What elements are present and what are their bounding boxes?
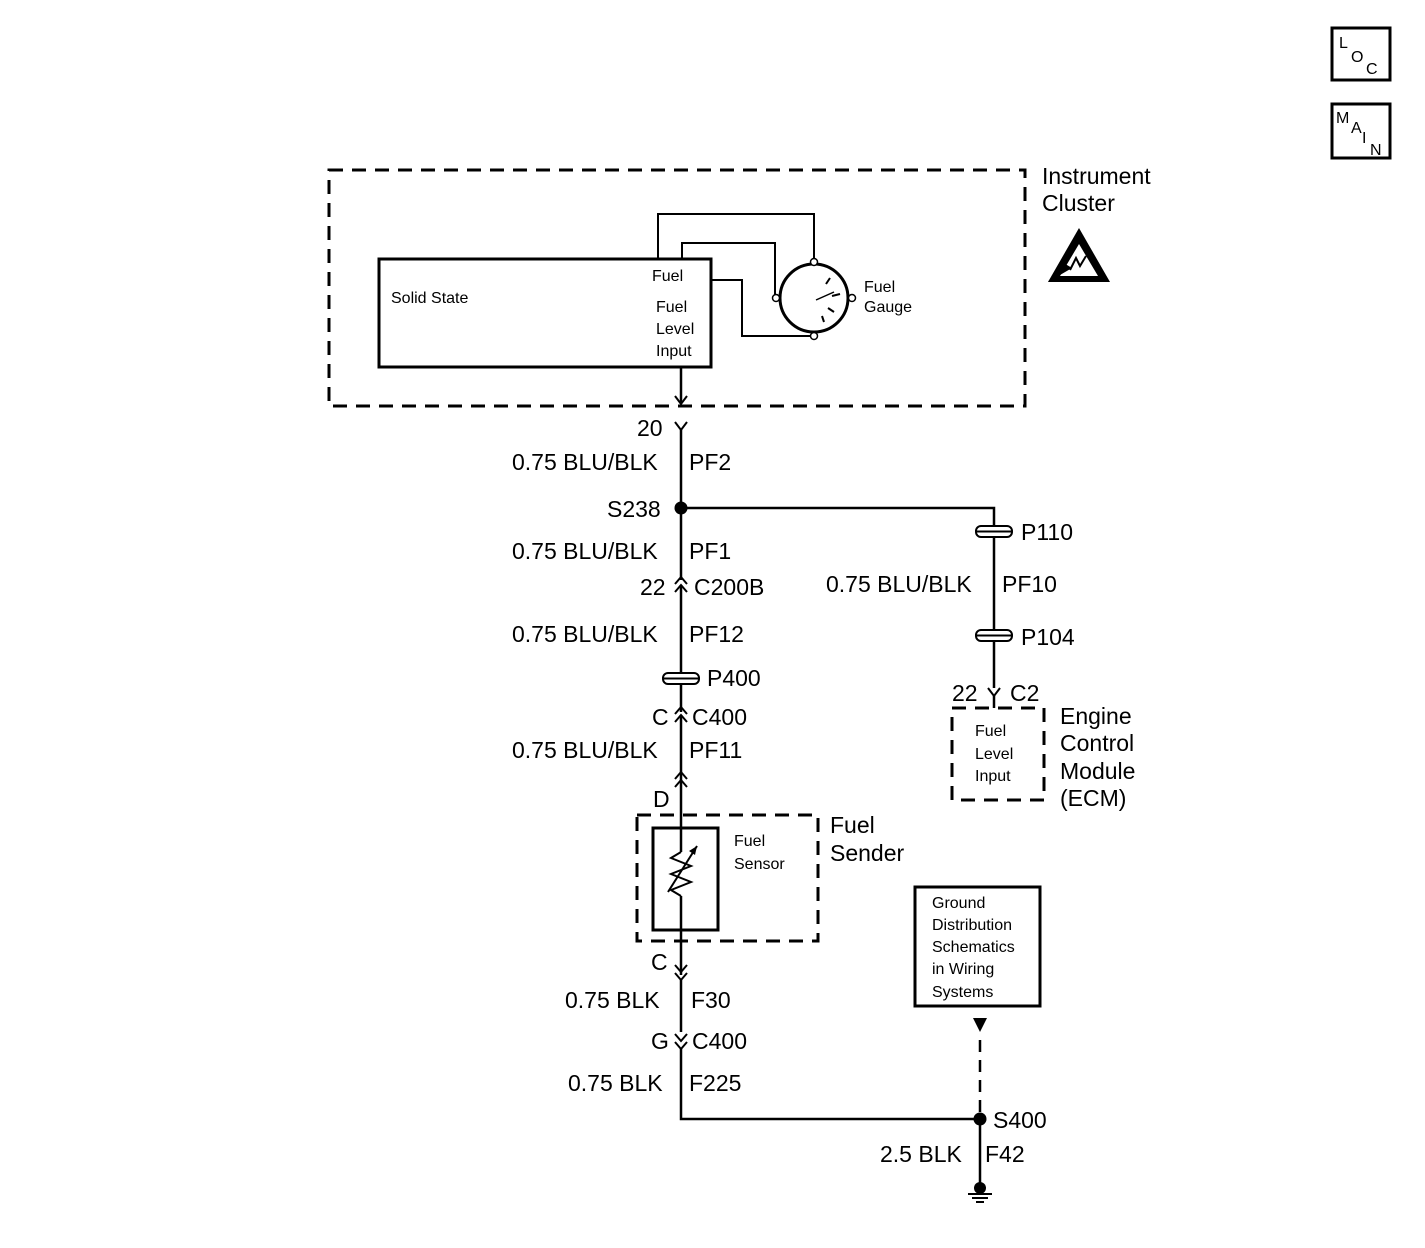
- wire-pf11-gauge-label: 0.75 BLU/BLK: [512, 737, 658, 763]
- wire-pf2-id-label: PF2: [689, 449, 731, 475]
- esd-warning-icon: [1048, 228, 1110, 282]
- ground-ref-line-3: Schematics: [932, 939, 1015, 956]
- fuel-sensor-label-1: Fuel: [734, 833, 765, 850]
- variable-resistor-icon: [667, 828, 698, 930]
- gauge-wire-left: [681, 242, 776, 297]
- ground-ref-line-5: Systems: [932, 984, 993, 1001]
- wire-pf11-id-label: PF11: [689, 737, 742, 763]
- ecm-input-label-2: Level: [975, 746, 1013, 763]
- c400-pin-c-label: C: [652, 704, 669, 730]
- ecm-boundary: [950, 706, 1046, 802]
- c400-pin-g-label: G: [651, 1028, 669, 1054]
- ecm-pin-label: 22: [952, 680, 978, 706]
- loc-letter-o: O: [1351, 49, 1363, 66]
- solid-state-label: Solid State: [391, 290, 468, 307]
- p400-passthrough: [662, 672, 700, 685]
- ecm-input-label-1: Fuel: [975, 723, 1006, 740]
- ecm-title-4: (ECM): [1060, 785, 1126, 811]
- sender-pin-d-label: D: [653, 786, 670, 812]
- fuel-sender-title-2: Sender: [830, 840, 905, 866]
- wire-pf12-id-label: PF12: [689, 621, 744, 647]
- ground-ref-arrow-icon: [973, 1018, 987, 1032]
- wire-f42-id-label: F42: [985, 1141, 1025, 1167]
- wire-f225-gauge-label: 0.75 BLK: [568, 1070, 663, 1096]
- ground-icon: [968, 1182, 992, 1203]
- ecm-input-label-3: Input: [975, 768, 1011, 785]
- fuel-output-label: Fuel: [652, 268, 683, 285]
- ecm-title-1: Engine: [1060, 703, 1132, 729]
- wire-f30-gauge-label: 0.75 BLK: [565, 987, 660, 1013]
- ground-ref-line-4: in Wiring: [932, 961, 994, 978]
- gauge-wire-top: [657, 213, 815, 260]
- wire-f42-gauge-label: 2.5 BLK: [880, 1141, 962, 1167]
- loc-letter-l: L: [1339, 35, 1348, 52]
- fuel-sensor-label-2: Sensor: [734, 856, 785, 873]
- main-button[interactable]: M A I N: [1330, 102, 1392, 160]
- instrument-cluster-title-2: Cluster: [1042, 190, 1115, 216]
- instrument-cluster-title-1: Instrument: [1042, 163, 1151, 189]
- c400-ground-label: C400: [692, 1028, 747, 1054]
- fuel-gauge-label-2: Gauge: [864, 299, 912, 316]
- ecm-pin-connector: [987, 687, 1001, 698]
- fuel-gauge-label-1: Fuel: [864, 279, 895, 296]
- pin-20-label: 20: [637, 415, 663, 441]
- wire-f225-id-label: F225: [689, 1070, 741, 1096]
- main-letter-m: M: [1336, 110, 1349, 127]
- fuel-sender-boundary: [635, 813, 820, 943]
- wire-f225: [679, 1049, 980, 1121]
- pin20-connector: [674, 421, 688, 432]
- main-letter-a: A: [1351, 120, 1362, 137]
- instrument-cluster-boundary: [327, 168, 1027, 408]
- ecm-title-2: Control: [1060, 730, 1134, 756]
- sender-pin-c-label: C: [651, 949, 668, 975]
- loc-button[interactable]: L O C: [1330, 26, 1392, 82]
- fuel-sender-title-1: Fuel: [830, 812, 875, 838]
- wire-pf1-id-label: PF1: [689, 538, 731, 564]
- ecm-title-3: Module: [1060, 758, 1135, 784]
- wire-pf2-gauge-label: 0.75 BLU/BLK: [512, 449, 658, 475]
- ecm-connector-label: C2: [1010, 680, 1039, 706]
- p110-passthrough: [975, 525, 1013, 538]
- gauge-wire-bottom: [711, 279, 814, 337]
- ground-ref-line-2: Distribution: [932, 917, 1012, 934]
- p104-passthrough: [975, 629, 1013, 642]
- main-letter-i: I: [1362, 130, 1366, 147]
- c200b-label: C200B: [694, 574, 764, 600]
- fuel-level-input-label-2: Level: [656, 321, 694, 338]
- solid-state-module: [377, 257, 713, 369]
- p400-label: P400: [707, 665, 761, 691]
- loc-letter-c: C: [1366, 61, 1378, 78]
- wire-f30-id-label: F30: [691, 987, 731, 1013]
- ground-distribution-link[interactable]: Ground Distribution Schematics in Wiring…: [913, 885, 1042, 1008]
- c400-label: C400: [692, 704, 747, 730]
- wire-pf12-gauge-label: 0.75 BLU/BLK: [512, 621, 658, 647]
- wire-pf10-gauge-label: 0.75 BLU/BLK: [826, 571, 972, 597]
- ground-ref-line-1: Ground: [932, 895, 985, 912]
- c200b-pin-label: 22: [640, 574, 666, 600]
- main-letter-n: N: [1370, 142, 1382, 159]
- s400-label: S400: [993, 1107, 1047, 1133]
- wire-pf10-id-label: PF10: [1002, 571, 1057, 597]
- wire-pf1-gauge-label: 0.75 BLU/BLK: [512, 538, 658, 564]
- wire-pf10: [681, 506, 996, 688]
- cluster-pin-arrow: [674, 395, 688, 406]
- fuel-level-input-label-3: Input: [656, 343, 692, 360]
- fuel-gauge-icon: [771, 257, 857, 341]
- fuel-level-input-label-1: Fuel: [656, 299, 687, 316]
- p104-label: P104: [1021, 624, 1075, 650]
- s238-label: S238: [607, 496, 661, 522]
- c400-pin-g-connector: [674, 1033, 688, 1051]
- p110-label: P110: [1021, 519, 1073, 545]
